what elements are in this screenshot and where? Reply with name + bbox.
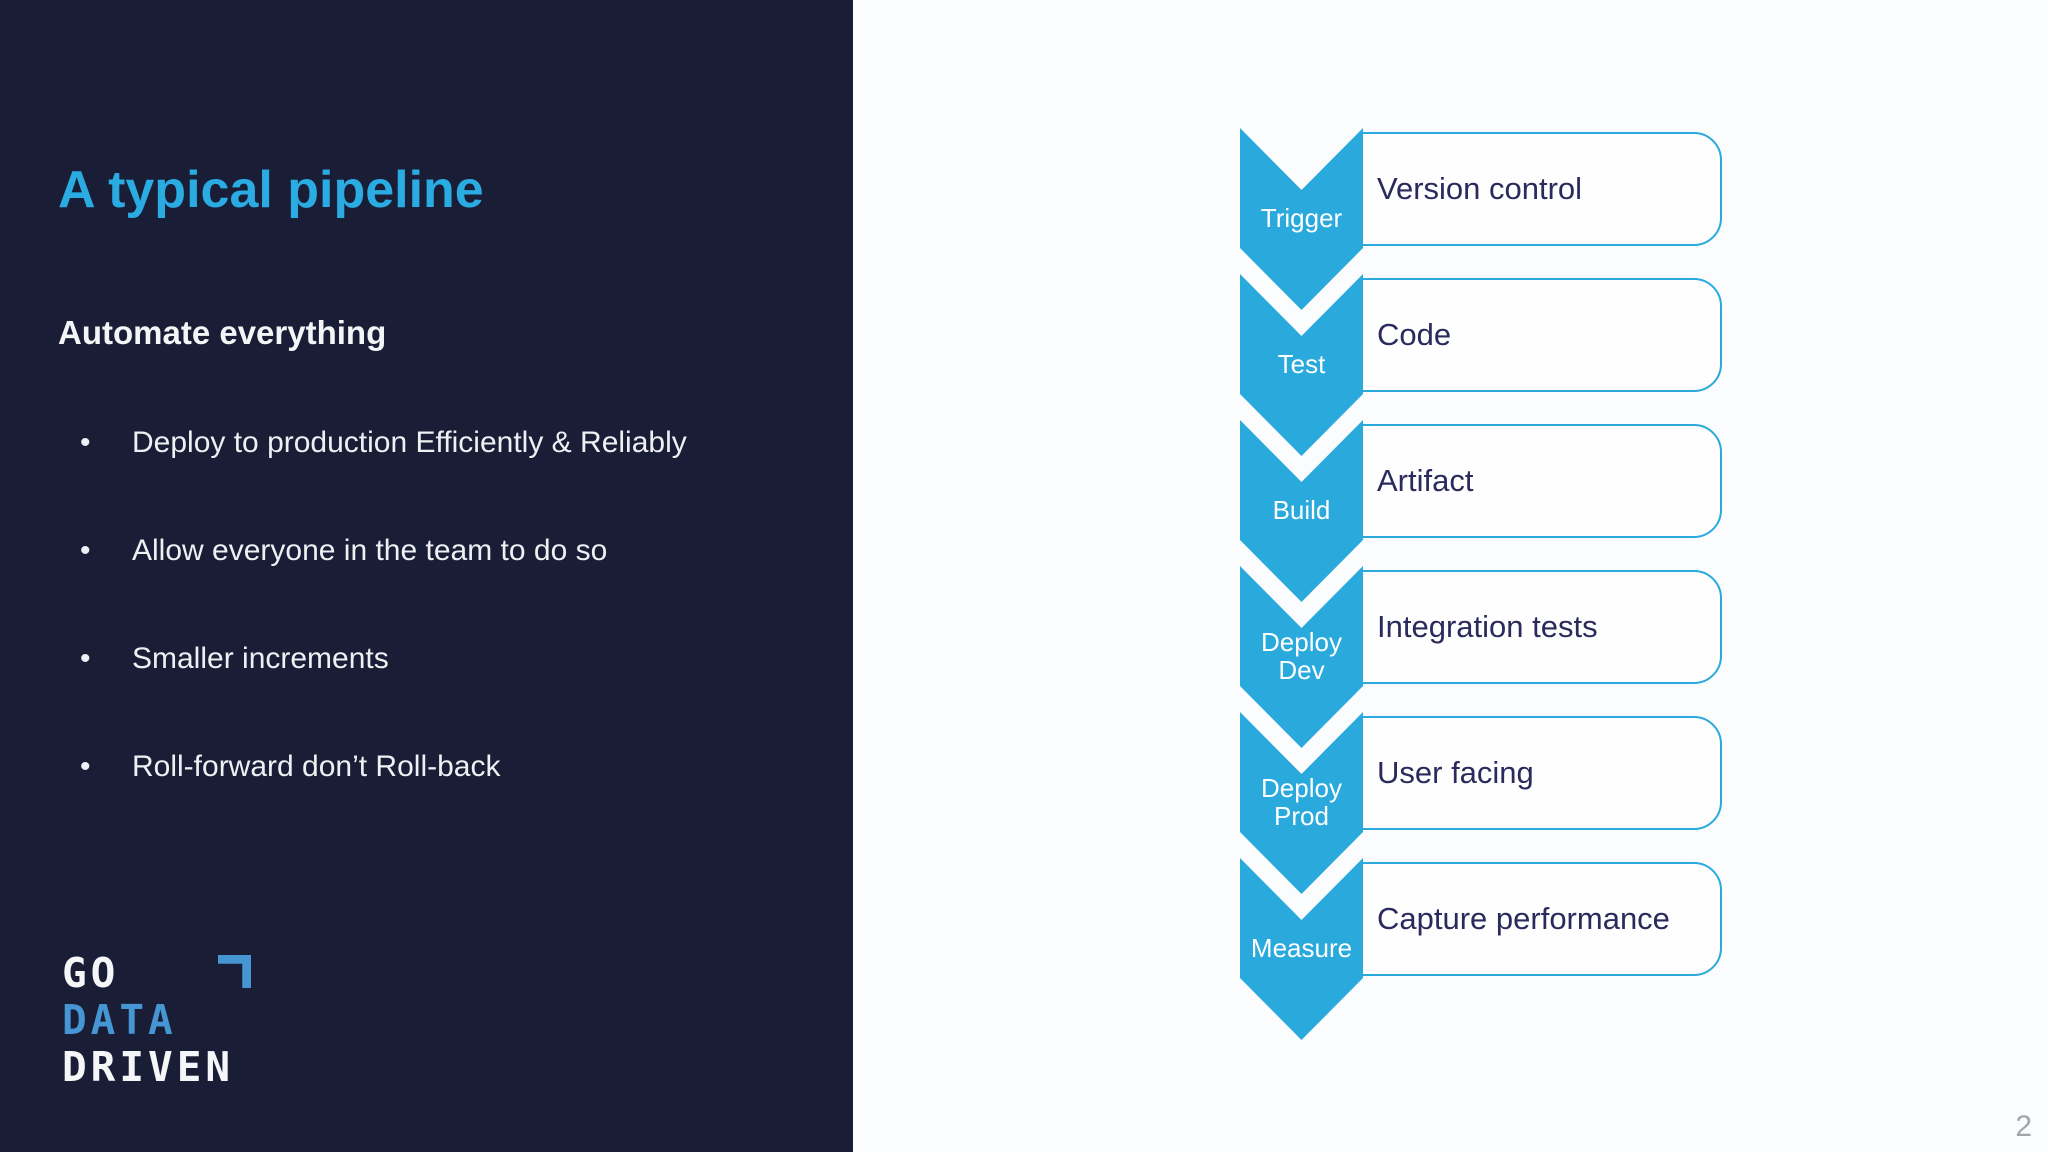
pipeline-step: Version control Trigger (1240, 128, 1722, 310)
step-card-label: Integration tests (1377, 609, 1598, 644)
bullet-text: Allow everyone in the team to do so (132, 534, 608, 567)
slide-subtitle: Automate everything (58, 314, 387, 351)
logo-text-driven: DRIVEN (62, 1043, 235, 1091)
step-card: Artifact (1361, 424, 1722, 538)
step-stage-label: Deploy Prod (1261, 773, 1342, 831)
bullet-item: Roll-forward don’t Roll-back (80, 750, 687, 794)
step-card-label: Capture performance (1377, 901, 1670, 936)
chevron-down-icon (1240, 566, 1363, 748)
step-stage-label: Deploy Dev (1261, 627, 1342, 685)
pipeline-step: Capture performance Measure (1240, 858, 1722, 1040)
step-card: User facing (1361, 716, 1722, 830)
page-number: 2 (2015, 1110, 2032, 1143)
step-card: Version control (1361, 132, 1722, 246)
chevron-down-icon (1240, 858, 1363, 1040)
bullet-text: Roll-forward don’t Roll-back (132, 750, 501, 783)
step-card: Capture performance (1361, 862, 1722, 976)
step-card-label: Artifact (1377, 463, 1474, 498)
pipeline-diagram: Version control Trigger Code Test Artifa… (1240, 0, 1722, 1152)
page-title: A typical pipeline (58, 161, 484, 219)
pipeline-step: Code Test (1240, 274, 1722, 456)
bullet-text: Smaller increments (132, 642, 389, 675)
bullet-item: Smaller increments (80, 642, 687, 686)
bullet-text: Deploy to production Efficiently & Relia… (132, 426, 687, 459)
bullet-item: Allow everyone in the team to do so (80, 534, 687, 578)
logo-corner-arrow-icon (218, 955, 251, 988)
step-stage-label: Trigger (1260, 203, 1343, 233)
right-panel: Version control Trigger Code Test Artifa… (853, 0, 2048, 1152)
step-card: Code (1361, 278, 1722, 392)
logo-text-data: DATA (62, 996, 177, 1044)
logo-text-go: GO (62, 949, 120, 997)
bullet-item: Deploy to production Efficiently & Relia… (80, 426, 687, 470)
godatadriven-logo: GO DATA DRIVEN (62, 950, 262, 1091)
step-stage-label: Test (1277, 349, 1326, 379)
chevron-down-icon (1240, 712, 1363, 894)
chevron-down-icon (1240, 128, 1363, 310)
step-card-label: Code (1377, 317, 1452, 352)
pipeline-step: Integration tests Deploy Dev (1240, 566, 1722, 748)
step-stage-label: Measure (1250, 933, 1353, 963)
step-card-label: User facing (1377, 755, 1534, 790)
pipeline-step: Artifact Build (1240, 420, 1722, 602)
step-stage-label: Build (1272, 495, 1331, 525)
pipeline-step: User facing Deploy Prod (1240, 712, 1722, 894)
step-card: Integration tests (1361, 570, 1722, 684)
chevron-down-icon (1240, 420, 1363, 602)
left-panel: A typical pipeline Automate everything D… (0, 0, 853, 1152)
chevron-down-icon (1240, 274, 1363, 456)
bullet-list: Deploy to production Efficiently & Relia… (80, 426, 687, 858)
step-card-label: Version control (1377, 171, 1583, 206)
